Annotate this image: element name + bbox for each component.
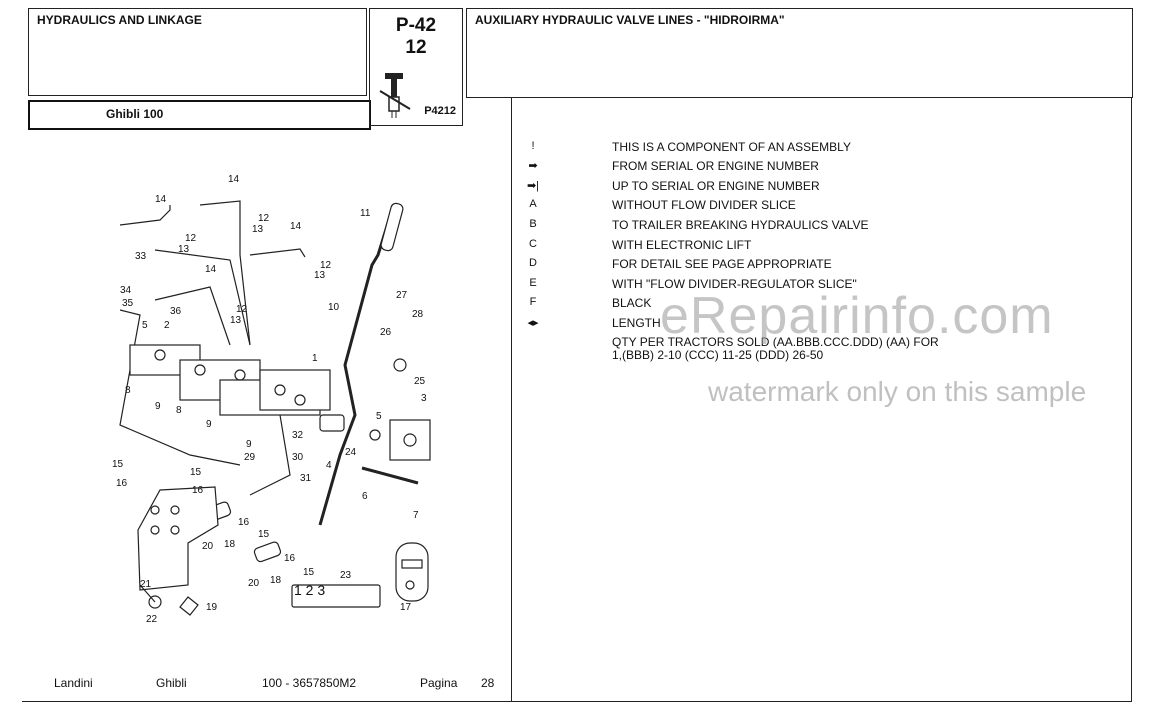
callout-label: 13 — [314, 270, 326, 281]
callout-label: 27 — [396, 290, 408, 301]
footer-model: Ghibli — [156, 676, 187, 690]
divider-vertical — [511, 98, 512, 702]
watermark-main: eRepairinfo.com — [660, 287, 1054, 345]
callout-label: 20 — [248, 578, 260, 589]
callout-label: 15 — [190, 467, 202, 478]
qty-line-2: 1,(BBB) 2-10 (CCC) 11-25 (DDD) 26-50 — [612, 348, 824, 362]
callout-label: 34 — [120, 285, 132, 296]
callout-label: 16 — [192, 485, 204, 496]
footer-page-label: Pagina — [420, 676, 458, 690]
callout-label: 25 — [414, 376, 426, 387]
footer-brand: Landini — [54, 676, 93, 690]
callout-label: 24 — [345, 447, 357, 458]
callout-label: 14 — [155, 194, 167, 205]
callout-label: 3 — [421, 393, 427, 404]
callout-label: 31 — [300, 473, 312, 484]
callout-label: 5 — [142, 320, 148, 331]
callout-label: 16 — [238, 517, 250, 528]
plate-text: 1 2 3 — [294, 582, 325, 598]
callout-label: 12 — [185, 233, 197, 244]
qty-line-1: QTY PER TRACTORS SOLD (AA.BBB.CCC.DDD) (… — [612, 335, 939, 349]
callout-label: 4 — [326, 460, 332, 471]
callout-label: 8 — [176, 405, 182, 416]
callout-label: 19 — [206, 602, 218, 613]
model-box: Ghibli 100 — [28, 100, 371, 130]
section-title-box: HYDRAULICS AND LINKAGE — [28, 8, 367, 96]
callout-label: 7 — [413, 510, 419, 521]
page-sub-number: 12 — [405, 37, 427, 58]
callout-label: 32 — [292, 430, 304, 441]
callout-label: 5 — [376, 411, 382, 422]
callout-label: 15 — [112, 459, 124, 470]
page-code: P4212 — [424, 105, 456, 117]
page-number-box: P-42 12 P4212 — [369, 8, 463, 126]
callout-label: 29 — [244, 452, 256, 463]
callout-label: 13 — [230, 315, 242, 326]
lever-icon — [379, 73, 411, 118]
page-title-box: AUXILIARY HYDRAULIC VALVE LINES - "HIDRO… — [466, 8, 1133, 98]
callout-label: 33 — [135, 251, 147, 262]
callout-label: 14 — [228, 174, 240, 185]
model-name: Ghibli 100 — [106, 107, 164, 121]
callout-label: 18 — [270, 575, 282, 586]
callout-label: 15 — [303, 567, 315, 578]
callout-label: 11 — [360, 208, 371, 219]
callout-label: 8 — [125, 385, 131, 396]
callout-label: 12 — [236, 304, 248, 315]
callout-label: 18 — [224, 539, 236, 550]
exploded-diagram: 1 2 3 14 14 12 13 14 12 13 12 13 33 14 1… — [112, 174, 431, 625]
callout-label: 14 — [290, 221, 302, 232]
callout-label: 1 — [312, 353, 318, 364]
callout-label: 16 — [284, 553, 296, 564]
callout-label: 12 — [258, 213, 270, 224]
callout-label: 2 — [164, 320, 170, 331]
callout-label: 9 — [246, 439, 252, 450]
footer-page-value: 28 — [481, 676, 495, 690]
callout-label: 13 — [252, 224, 264, 235]
callout-label: 21 — [140, 579, 152, 590]
callout-label: 36 — [170, 306, 182, 317]
divider-bottom — [22, 701, 1132, 702]
divider-right — [1131, 98, 1132, 702]
callout-label: 12 — [320, 260, 332, 271]
callout-label: 10 — [328, 302, 340, 313]
page-title: AUXILIARY HYDRAULIC VALVE LINES - "HIDRO… — [475, 13, 785, 27]
page-number: P-42 — [395, 15, 437, 36]
callout-label: 16 — [116, 478, 128, 489]
callout-label: 35 — [122, 298, 134, 309]
callout-label: 9 — [155, 401, 161, 412]
callout-label: 22 — [146, 614, 158, 625]
callout-label: 6 — [362, 491, 368, 502]
callout-labels: 14 14 12 13 14 12 13 12 13 33 14 12 13 3… — [112, 174, 427, 625]
section-title: HYDRAULICS AND LINKAGE — [37, 13, 202, 27]
callout-label: 13 — [178, 244, 190, 255]
qty-note: QTY PER TRACTORS SOLD (AA.BBB.CCC.DDD) (… — [612, 336, 939, 362]
watermark-sub: watermark only on this sample — [708, 376, 1087, 407]
footer-part-number: 100 - 3657850M2 — [262, 676, 357, 690]
callout-label: 28 — [412, 309, 424, 320]
callout-label: 30 — [292, 452, 304, 463]
callout-label: 9 — [206, 419, 212, 430]
callout-label: 15 — [258, 529, 270, 540]
callout-label: 23 — [340, 570, 352, 581]
callout-label: 14 — [205, 264, 217, 275]
callout-label: 26 — [380, 327, 392, 338]
callout-label: 17 — [400, 602, 412, 613]
callout-label: 20 — [202, 541, 214, 552]
